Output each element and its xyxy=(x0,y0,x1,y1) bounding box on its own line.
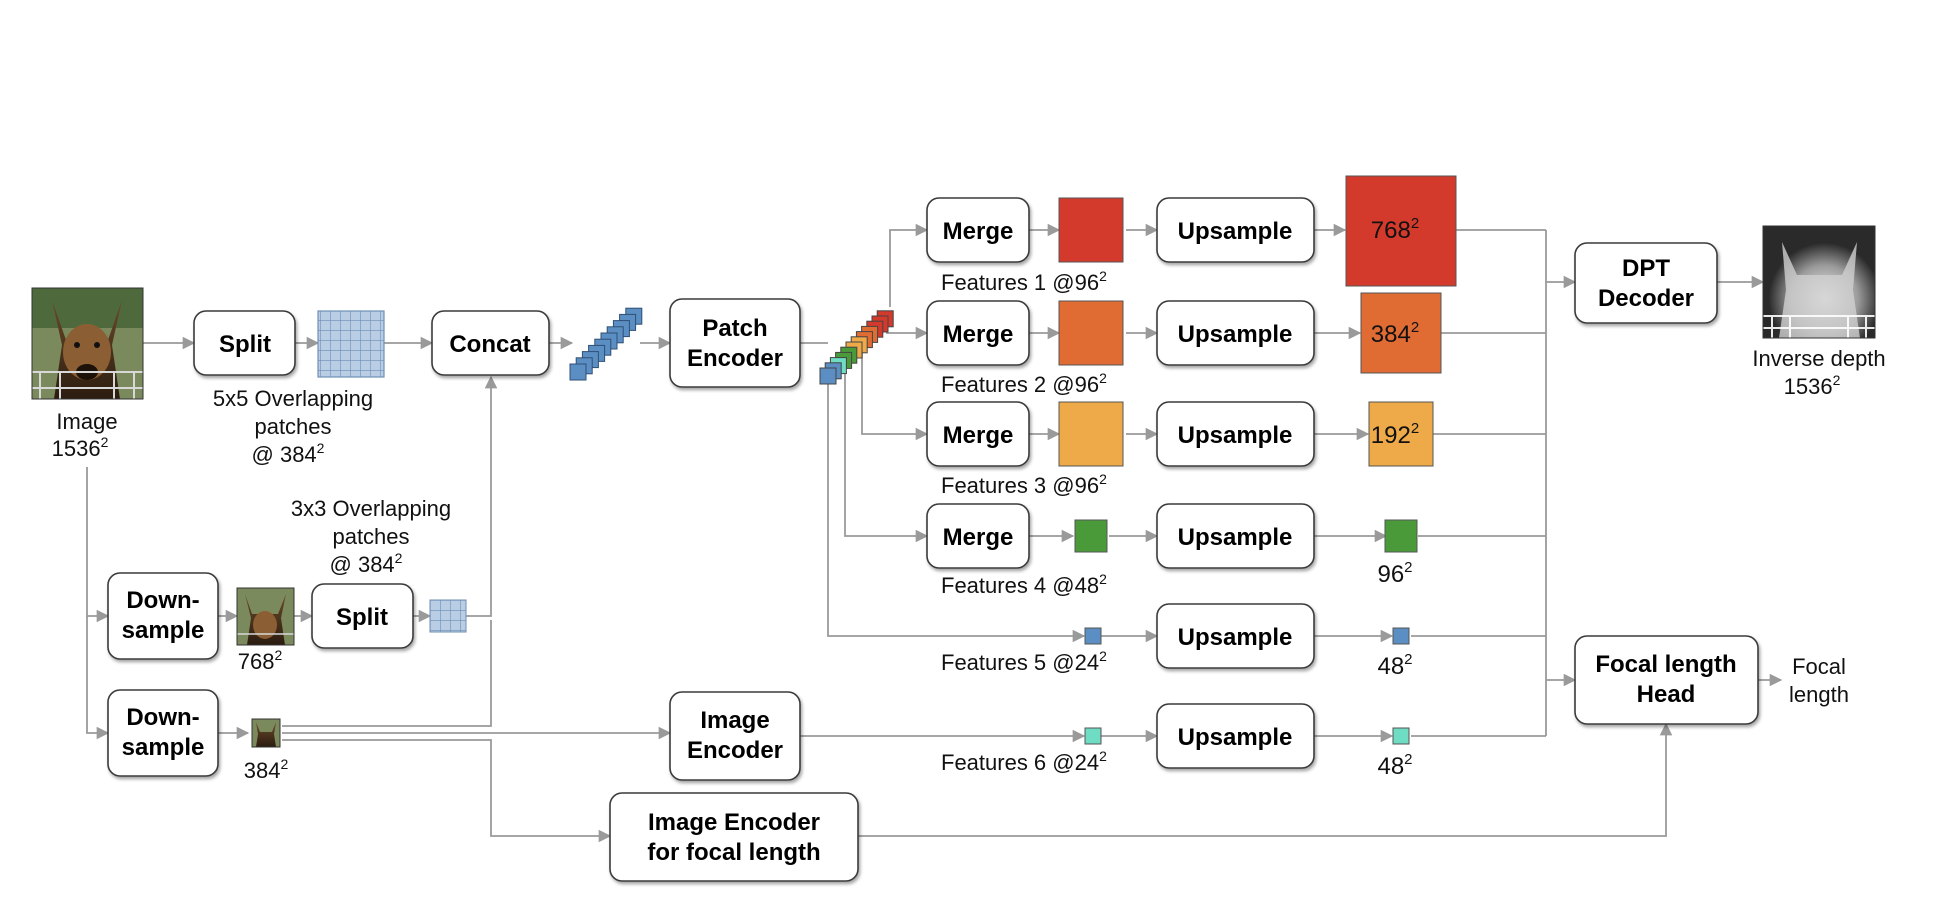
upsample-label-1: Upsample xyxy=(1178,218,1293,245)
svg-text:DPT: DPT xyxy=(1622,255,1670,282)
patch-grid-icon xyxy=(317,310,385,378)
feature-label-5: Features 5 @242 xyxy=(941,648,1107,675)
svg-text:Decoder: Decoder xyxy=(1598,285,1694,312)
downsample-button-1[interactable] xyxy=(107,572,219,660)
feature-square-4 xyxy=(1074,519,1108,553)
svg-text:Image: Image xyxy=(700,707,769,734)
downsample-768-label: 7682 xyxy=(238,647,283,674)
feature-token-stack-icon xyxy=(819,310,894,385)
output-square-3 xyxy=(1368,401,1434,467)
downsample-button-2[interactable] xyxy=(107,689,219,777)
upsample-label-6: Upsample xyxy=(1178,724,1293,751)
feature-square-3 xyxy=(1058,401,1124,467)
output-square-1 xyxy=(1345,175,1457,287)
upsample-label-3: Upsample xyxy=(1178,422,1293,449)
merge-label-4: Merge xyxy=(943,524,1014,551)
split-button[interactable] xyxy=(193,310,296,376)
split-button-2[interactable] xyxy=(311,583,414,649)
patch-encoder-label-1: Patch xyxy=(702,315,767,342)
feature-label-2: Features 2 @962 xyxy=(941,370,1107,397)
patch-grid-small-icon xyxy=(429,599,467,633)
inverse-depth-label: Inverse depth xyxy=(1752,346,1885,371)
output-square-2 xyxy=(1360,292,1442,374)
split-label: Split xyxy=(219,331,271,358)
dog-thumb-768-icon xyxy=(236,587,295,646)
upsample-label-4: Upsample xyxy=(1178,524,1293,551)
upsample-button-3[interactable] xyxy=(1156,401,1315,467)
feature-label-6: Features 6 @242 xyxy=(941,748,1107,775)
svg-text:Down-: Down- xyxy=(126,587,199,614)
svg-text:patches: patches xyxy=(332,524,409,549)
feature-square-5 xyxy=(1084,627,1102,645)
connectors xyxy=(86,223,1783,843)
upsample-button-5[interactable] xyxy=(1156,603,1315,669)
svg-text:Head: Head xyxy=(1637,681,1696,708)
feature-square-1 xyxy=(1058,197,1124,263)
svg-text:@ 3842: @ 3842 xyxy=(330,550,403,577)
image-encoder-button[interactable] xyxy=(669,691,801,781)
depth-map-icon xyxy=(1762,225,1876,339)
output-square-5 xyxy=(1392,627,1410,645)
svg-text:5x5 Overlapping: 5x5 Overlapping xyxy=(213,386,373,411)
upsample-button-6[interactable] xyxy=(1156,703,1315,769)
svg-text:patches: patches xyxy=(254,414,331,439)
feature-label-1: Features 1 @962 xyxy=(941,268,1107,295)
downsample-384-label: 3842 xyxy=(244,756,289,783)
upsample-label-2: Upsample xyxy=(1178,321,1293,348)
patches-5x5-label: 5x5 Overlapping patches @ 3842 xyxy=(213,386,373,467)
svg-text:Split: Split xyxy=(336,604,388,631)
merge-label-2: Merge xyxy=(943,321,1014,348)
patch-encoder-button[interactable] xyxy=(669,298,801,388)
merge-button-2[interactable] xyxy=(926,300,1030,366)
svg-text:3x3 Overlapping: 3x3 Overlapping xyxy=(291,496,451,521)
input-image-size: 15362 xyxy=(52,434,109,461)
svg-text:for focal length: for focal length xyxy=(647,839,820,866)
merge-label-3: Merge xyxy=(943,422,1014,449)
output-square-6 xyxy=(1392,727,1410,745)
svg-text:sample: sample xyxy=(122,734,205,761)
concat-label: Concat xyxy=(449,331,530,358)
upsample-button-1[interactable] xyxy=(1156,197,1315,263)
patches-3x3-label: 3x3 Overlapping patches @ 3842 xyxy=(291,496,451,577)
focal-length-output-label: Focal xyxy=(1792,654,1846,679)
feature-label-3: Features 3 @962 xyxy=(941,471,1107,498)
concat-button[interactable] xyxy=(431,310,550,376)
svg-text:Focal length: Focal length xyxy=(1595,651,1736,678)
svg-text:length: length xyxy=(1789,682,1849,707)
output-size-2: 3842 xyxy=(1371,319,1419,348)
dog-thumb-384-icon xyxy=(251,718,281,748)
svg-text:Encoder: Encoder xyxy=(687,737,783,764)
feature-square-6 xyxy=(1084,727,1102,745)
input-image: Image 15362 xyxy=(31,287,144,461)
output-size-5: 482 xyxy=(1377,651,1412,680)
merge-button-3[interactable] xyxy=(926,401,1030,467)
token-stack-icon xyxy=(569,307,643,381)
patch-encoder-label-2: Encoder xyxy=(687,345,783,372)
image-encoder-focal-button[interactable] xyxy=(609,792,859,882)
dog-photo-icon xyxy=(31,287,144,400)
merge-button-4[interactable] xyxy=(926,503,1030,569)
svg-text:Down-: Down- xyxy=(126,704,199,731)
svg-text:@ 3842: @ 3842 xyxy=(252,440,325,467)
feature-square-2 xyxy=(1058,300,1124,366)
focal-length-head-button[interactable] xyxy=(1574,635,1759,725)
merge-label-1: Merge xyxy=(943,218,1014,245)
output-size-4: 962 xyxy=(1377,559,1412,588)
merge-button-1[interactable] xyxy=(926,197,1030,263)
upsample-label-5: Upsample xyxy=(1178,624,1293,651)
feature-label-4: Features 4 @482 xyxy=(941,571,1107,598)
output-size-1: 7682 xyxy=(1371,215,1419,244)
input-image-label: Image xyxy=(56,409,117,434)
output-size-6: 482 xyxy=(1377,751,1412,780)
upsample-button-4[interactable] xyxy=(1156,503,1315,569)
output-size-3: 1922 xyxy=(1371,420,1419,449)
output-square-4 xyxy=(1384,519,1418,553)
inverse-depth-size: 15362 xyxy=(1784,372,1841,399)
upsample-button-2[interactable] xyxy=(1156,300,1315,366)
svg-text:sample: sample xyxy=(122,617,205,644)
dpt-decoder-button[interactable] xyxy=(1574,242,1718,324)
svg-text:Image Encoder: Image Encoder xyxy=(648,809,820,836)
